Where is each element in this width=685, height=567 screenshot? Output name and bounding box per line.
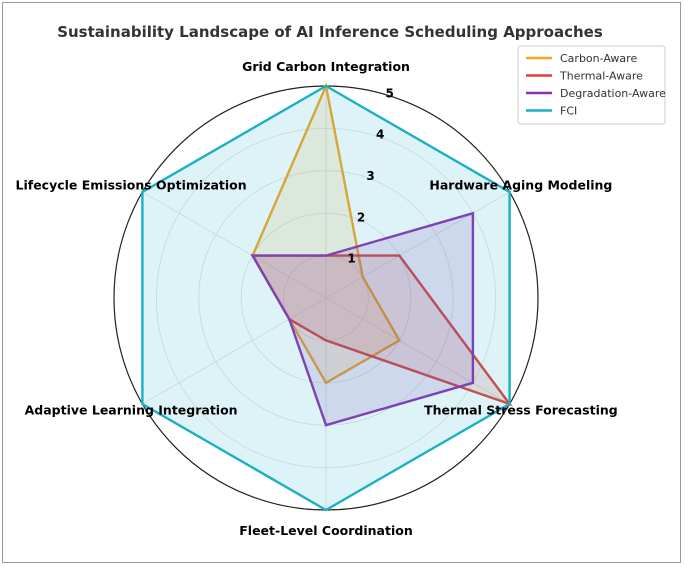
legend-label-fci: FCI (560, 105, 577, 118)
series-degradation-aware-polygon (250, 211, 475, 427)
legend-label-thermal-aware: Thermal-Aware (559, 70, 643, 83)
legend-label-carbon-aware: Carbon-Aware (560, 52, 637, 65)
series-layer (141, 81, 513, 512)
chart-title: Sustainability Landscape of AI Inference… (57, 23, 603, 41)
tick-label-5: 5 (386, 86, 394, 100)
axis-label-hardware-aging-modeling: Hardware Aging Modeling (429, 178, 612, 193)
grid-spoke (142, 297, 327, 405)
axis-label-fleet-level-coordination: Fleet-Level Coordination (239, 523, 412, 538)
axis-label-adaptive-learning-integration: Adaptive Learning Integration (25, 403, 238, 418)
legend: Carbon-AwareThermal-AwareDegradation-Awa… (517, 45, 666, 125)
tick-label-4: 4 (376, 128, 384, 142)
axis-label-thermal-stress-forecasting: Thermal Stress Forecasting (424, 403, 618, 418)
grid-spoke (325, 297, 510, 405)
legend-label-degradation-aware: Degradation-Aware (560, 87, 666, 100)
series-fci-polygon (141, 84, 511, 512)
radial-tick-labels: 1 2 3 4 5 (347, 86, 394, 265)
axis-label-grid-carbon-integration: Grid Carbon Integration (242, 59, 410, 74)
tick-label-1: 1 (347, 252, 355, 266)
axis-label-lifecycle-emissions-optimization: Lifecycle Emissions Optimization (16, 178, 247, 193)
tick-label-3: 3 (366, 169, 374, 183)
grid-spoke (142, 191, 327, 299)
legend-box (517, 45, 666, 125)
tick-label-2: 2 (357, 210, 365, 224)
grid-spoke (325, 191, 510, 299)
